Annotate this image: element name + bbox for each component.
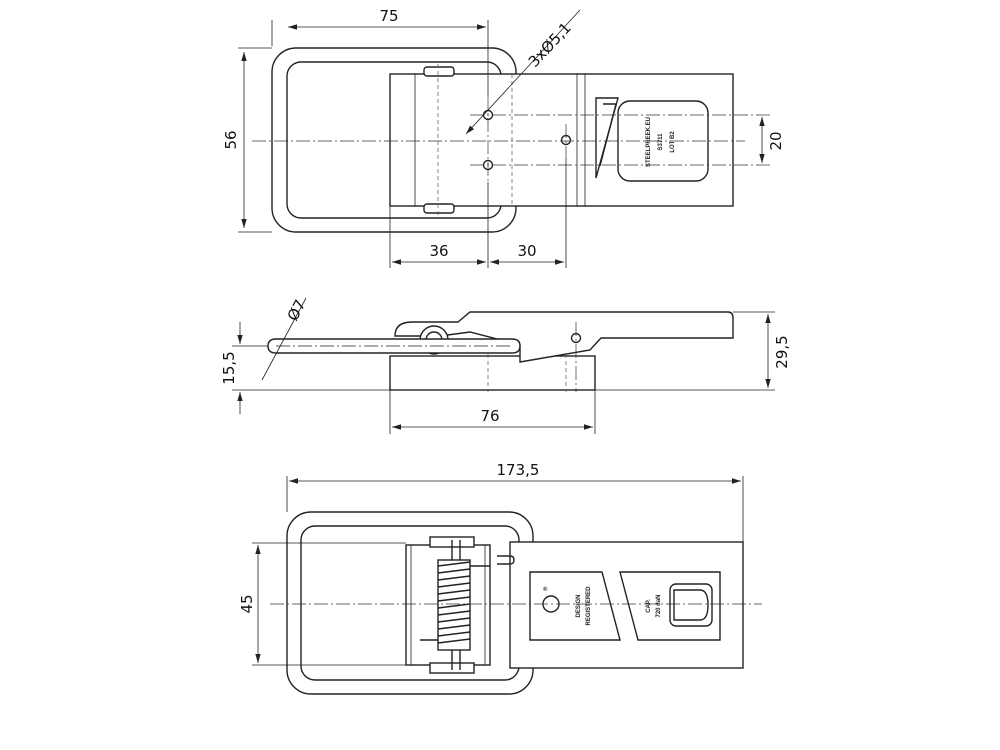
stamp-line-3: S3711 [658, 133, 664, 151]
capacity-value: 720 daN [656, 594, 662, 617]
capacity-slot [669, 583, 713, 627]
dim-holes: 3xØ5,1 [525, 19, 575, 71]
dim-overall-length: 173,5 [497, 461, 540, 479]
dim-ring-height: 56 [222, 130, 240, 149]
dim-hole-spacing: 20 [767, 131, 785, 150]
top-view: STEELPREEK.EU LOT B2 S3711 75 3xØ5,1 56 … [222, 7, 785, 268]
bottom-latch-plate [509, 541, 744, 669]
dim-total-height: 29,5 [773, 335, 791, 368]
bottom-view: ® DESIGN REGISTERED CAP. 720 daN 173,5 4… [238, 461, 762, 695]
dim-wire-dia: Ø7 [284, 297, 310, 324]
capacity-title: CAP. [646, 599, 652, 613]
torsion-spring [420, 559, 490, 651]
dim-wire-height: 15,5 [220, 351, 238, 384]
dim-ring-height-bottom: 45 [238, 594, 256, 613]
dim-ring-width: 75 [379, 7, 398, 25]
registered-mark: ® [543, 586, 548, 593]
design-badge [529, 571, 621, 641]
side-latch-profile [394, 311, 734, 363]
dim-offset-b: 30 [517, 242, 536, 260]
dim-base-length: 76 [480, 407, 499, 425]
top-stamp: STEELPREEK.EU LOT B2 S3711 [646, 117, 676, 167]
stamp-line-1: STEELPREEK.EU [646, 117, 652, 167]
spring-clip [497, 555, 515, 565]
capacity-badge [619, 571, 721, 641]
registered-label: REGISTERED [586, 586, 592, 626]
dim-offset-a: 36 [429, 242, 448, 260]
design-label: DESIGN [576, 594, 582, 617]
top-pin-upper [423, 66, 455, 77]
top-pin-lower [423, 203, 455, 214]
top-latch-window [595, 97, 619, 179]
side-base [389, 355, 596, 391]
stamp-line-2: LOT B2 [670, 131, 676, 153]
side-view: Ø7 15,5 29,5 76 [220, 297, 791, 434]
